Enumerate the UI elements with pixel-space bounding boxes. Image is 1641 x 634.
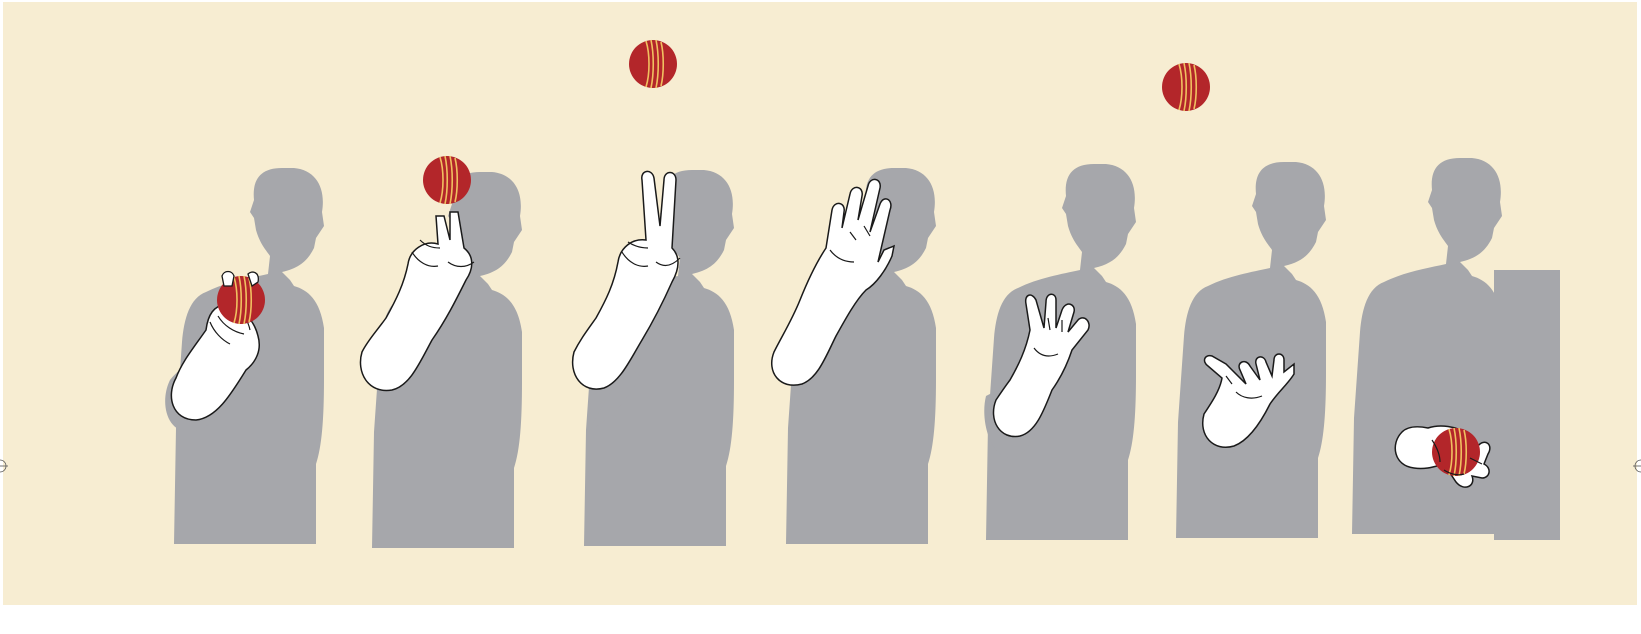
body-right-edge [1494,270,1560,540]
cricket-ball [423,156,471,204]
cricket-ball-airborne [1162,63,1210,111]
cricket-ball [1432,428,1480,476]
cricket-ball-airborne [629,40,677,88]
